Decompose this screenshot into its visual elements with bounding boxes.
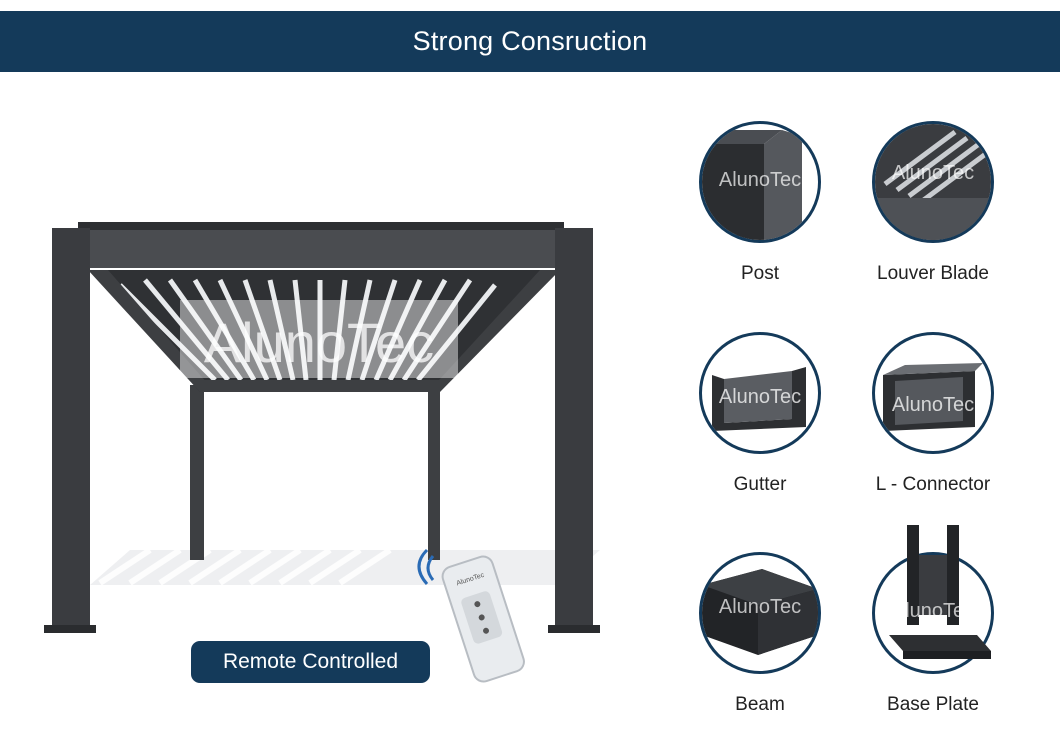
header-banner: Strong Consruction xyxy=(0,11,1060,72)
post-icon: AlunoTec xyxy=(699,121,821,243)
part-louver-blade: AlunoTec Louver Blade xyxy=(853,121,1013,285)
svg-text:AlunoTec: AlunoTec xyxy=(892,394,974,416)
page-title: Strong Consruction xyxy=(412,26,648,56)
part-label-base-plate: Base Plate xyxy=(887,694,979,715)
badge-label: Remote Controlled xyxy=(222,650,399,673)
svg-text:AlunoTec: AlunoTec xyxy=(892,162,974,184)
part-gutter: AlunoTec Gutter xyxy=(680,332,840,496)
part-beam: AlunoTec Beam xyxy=(680,552,840,716)
gutter-icon: AlunoTec xyxy=(699,332,821,454)
base-plate-icon: AlunoTec xyxy=(872,525,994,674)
hero-watermark: AlunoTec xyxy=(204,311,434,374)
svg-text:AlunoTec: AlunoTec xyxy=(719,596,801,618)
pergola-illustration: AlunoTec AlunoTec xyxy=(0,80,660,750)
part-post: AlunoTec Post xyxy=(680,121,840,285)
louver-blade-icon: AlunoTec xyxy=(872,121,994,243)
svg-text:AlunoTec: AlunoTec xyxy=(892,600,974,622)
part-label-beam: Beam xyxy=(735,694,785,715)
l-connector-icon: AlunoTec xyxy=(872,332,994,454)
beam-icon: AlunoTec xyxy=(699,552,821,674)
part-base-plate: AlunoTec Base Plate xyxy=(853,525,1013,716)
wifi-signal-icon xyxy=(417,548,435,585)
svg-text:AlunoTec: AlunoTec xyxy=(719,169,801,191)
remote-control-icon: AlunoTec xyxy=(441,555,525,683)
remote-controlled-badge: Remote Controlled xyxy=(191,641,430,683)
part-l-connector: AlunoTec L - Connector xyxy=(853,332,1013,496)
part-label-louver-blade: Louver Blade xyxy=(877,263,989,284)
part-label-l-connector: L - Connector xyxy=(875,474,991,495)
part-label-gutter: Gutter xyxy=(733,474,787,495)
svg-text:AlunoTec: AlunoTec xyxy=(719,386,801,408)
part-label-post: Post xyxy=(740,263,780,284)
